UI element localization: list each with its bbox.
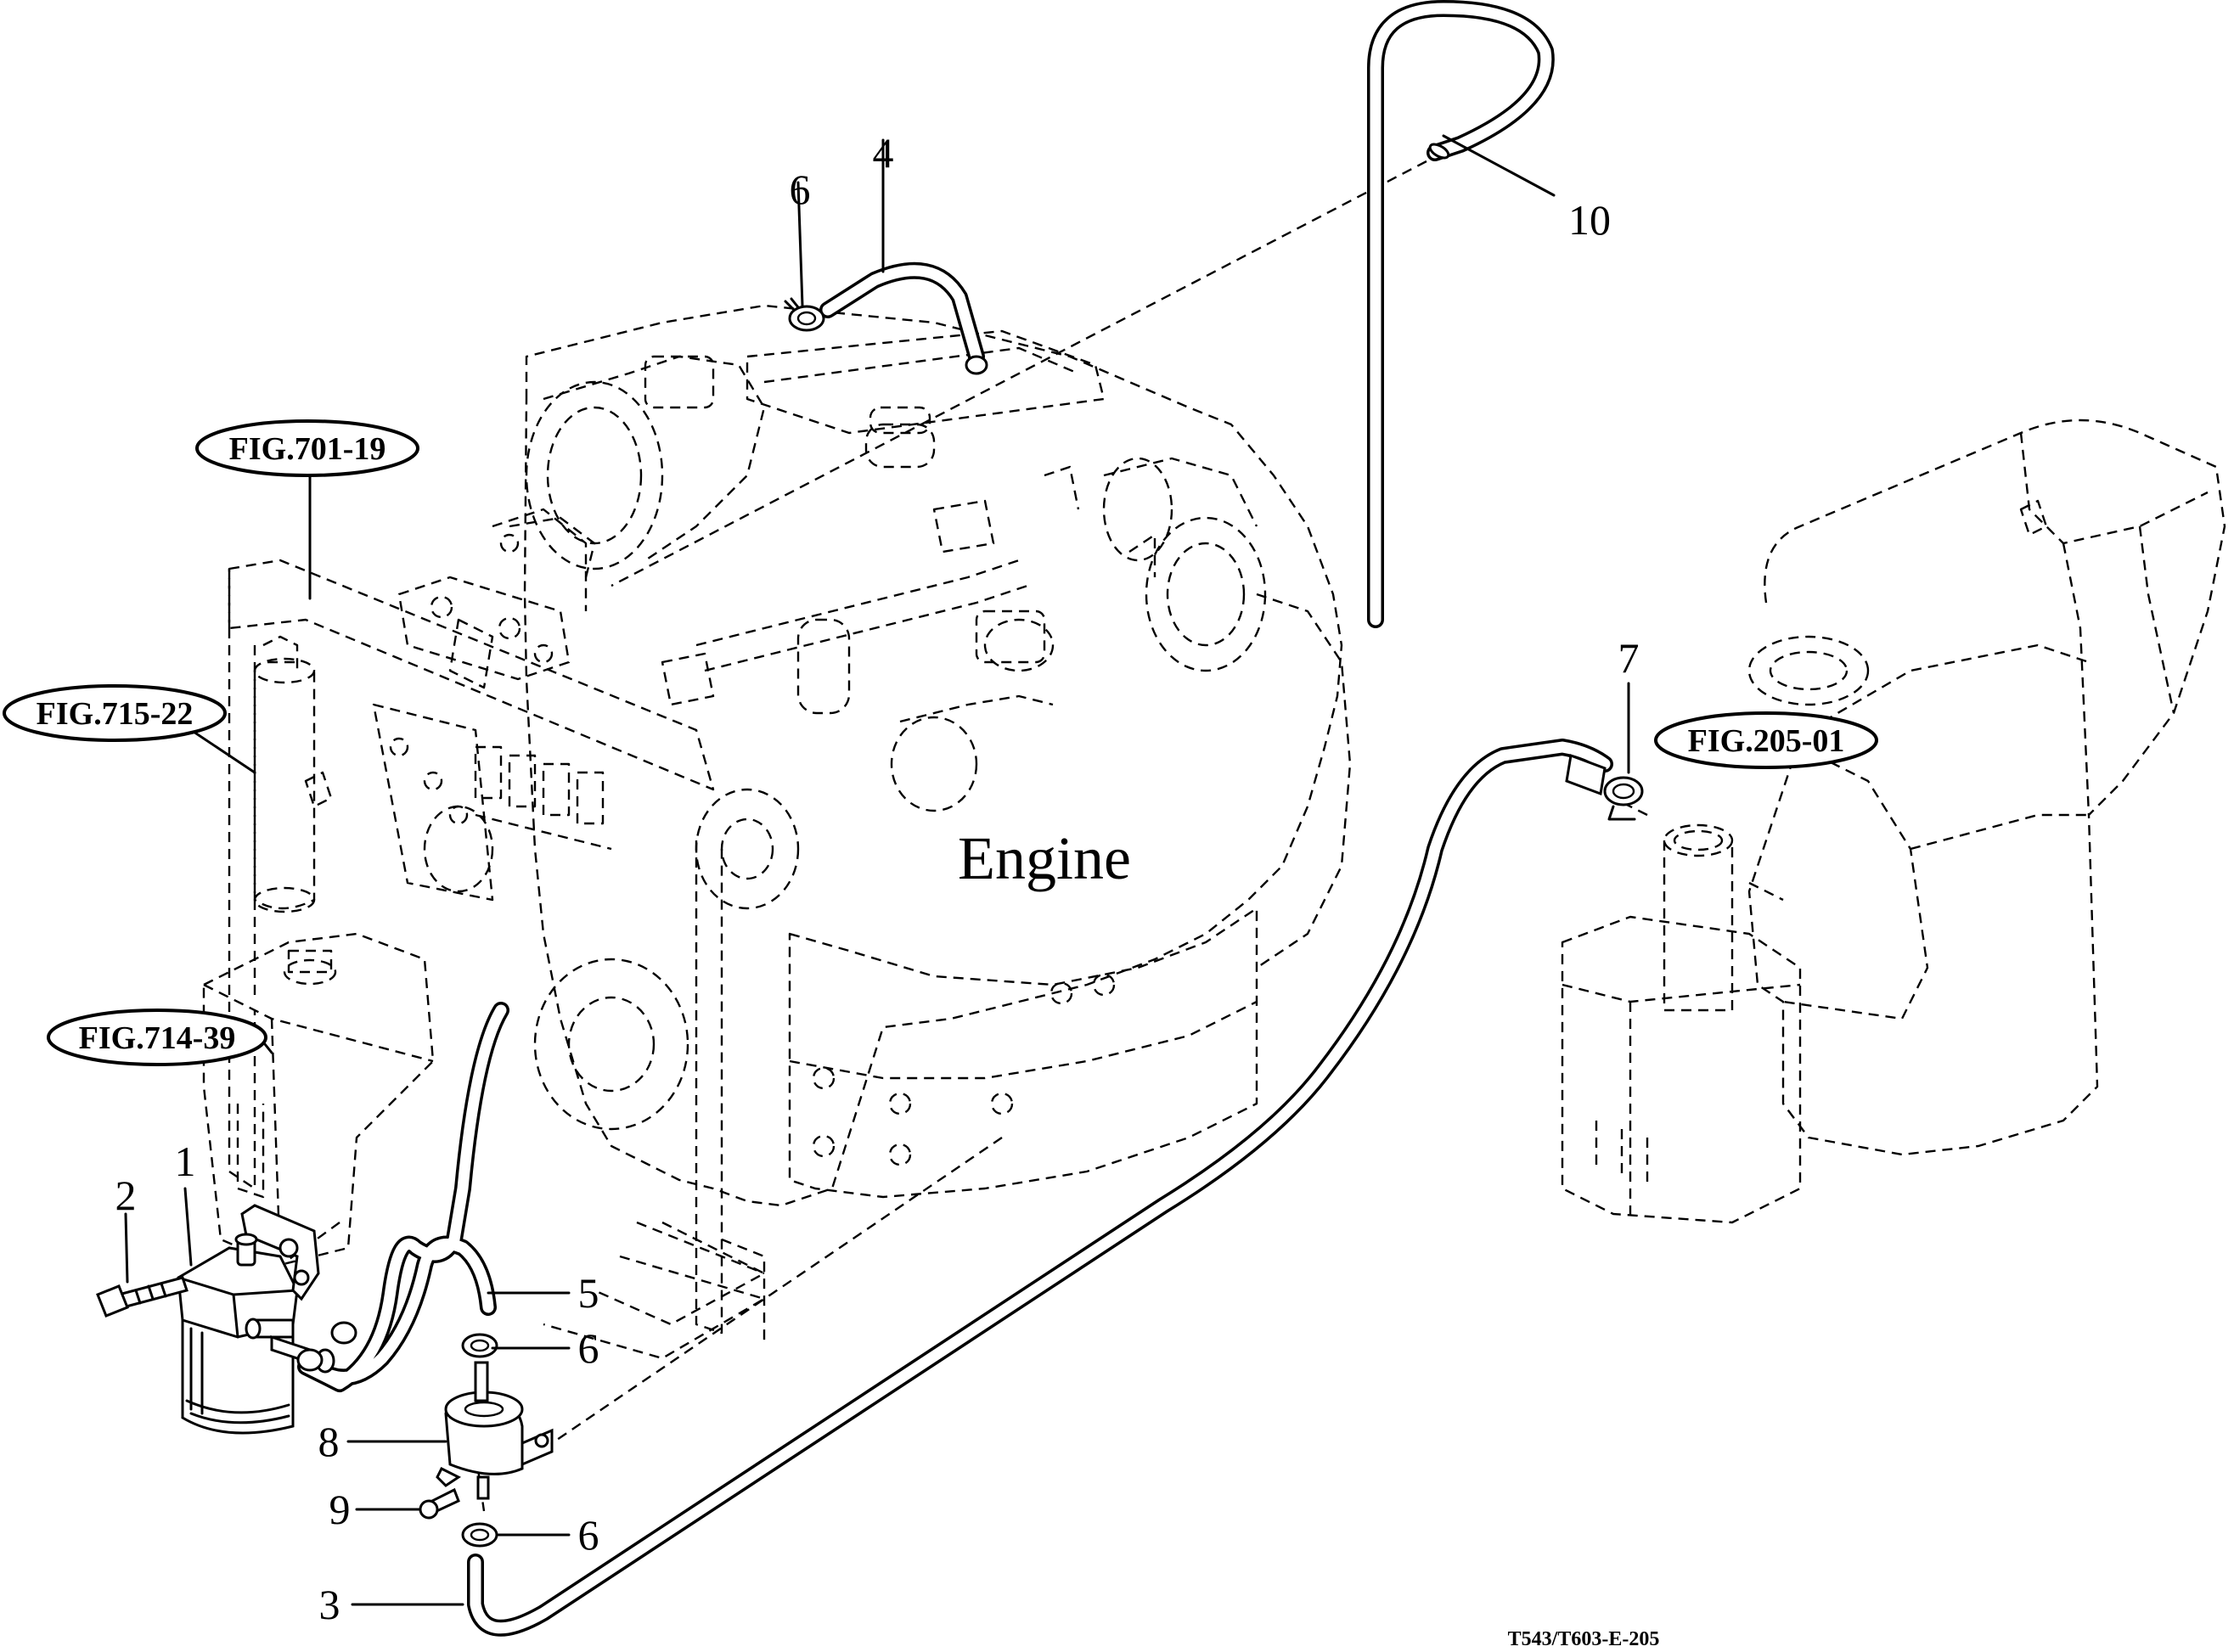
fuel-hose-5 (297, 1002, 509, 1392)
fig-ref-714-label: FIG.714-39 (79, 1020, 236, 1056)
engine-outline (423, 304, 1352, 1207)
hose-4 (819, 261, 988, 375)
callout-5: 5 (578, 1269, 599, 1317)
callout-6-top: 6 (790, 166, 811, 213)
engine-label: Engine (958, 824, 1131, 892)
callout-1: 1 (175, 1138, 196, 1185)
callout-2: 2 (115, 1172, 137, 1219)
hose-clamp-6-middle (461, 1333, 498, 1358)
left-filter-outline (253, 635, 333, 913)
callout-4: 4 (873, 129, 894, 177)
fig-ref-715-label: FIG.715-22 (37, 696, 194, 732)
fig-ref-205-01[interactable]: FIG.205-01 (1654, 711, 1878, 769)
callout-10: 10 (1568, 196, 1611, 244)
hose-clamp-6-bottom (461, 1522, 498, 1548)
bolt-9 (419, 1487, 460, 1520)
callout-6-middle: 6 (578, 1324, 599, 1372)
breather-hose-10 (1367, 0, 1555, 628)
fuel-tank-outline (1561, 419, 2226, 1224)
drawing-code: T543/T603-E-205 (1508, 1628, 1660, 1650)
callout-6-bottom: 6 (578, 1511, 599, 1559)
fig-ref-715-22[interactable]: FIG.715-22 (3, 684, 227, 742)
hose-clamp-6-top (784, 297, 825, 332)
callout-7: 7 (1618, 634, 1640, 682)
engine-mount-frame (228, 508, 766, 1360)
hose-clamp-7 (1603, 776, 1644, 821)
fig-ref-701-19[interactable]: FIG.701-19 (195, 419, 419, 477)
fig-ref-714-39[interactable]: FIG.714-39 (47, 1009, 267, 1066)
coolant-reservoir-outline (202, 932, 435, 1267)
fuel-pump-8 (436, 1361, 554, 1500)
fuel-hose-3 (467, 739, 1613, 1637)
fig-ref-701-label: FIG.701-19 (229, 431, 386, 467)
callout-9: 9 (329, 1486, 351, 1533)
fuel-filter-1 (177, 1204, 357, 1435)
callout-8: 8 (318, 1418, 340, 1465)
bolt-2 (96, 1276, 189, 1318)
callout-3: 3 (319, 1581, 340, 1628)
fig-ref-205-label: FIG.205-01 (1688, 723, 1845, 759)
